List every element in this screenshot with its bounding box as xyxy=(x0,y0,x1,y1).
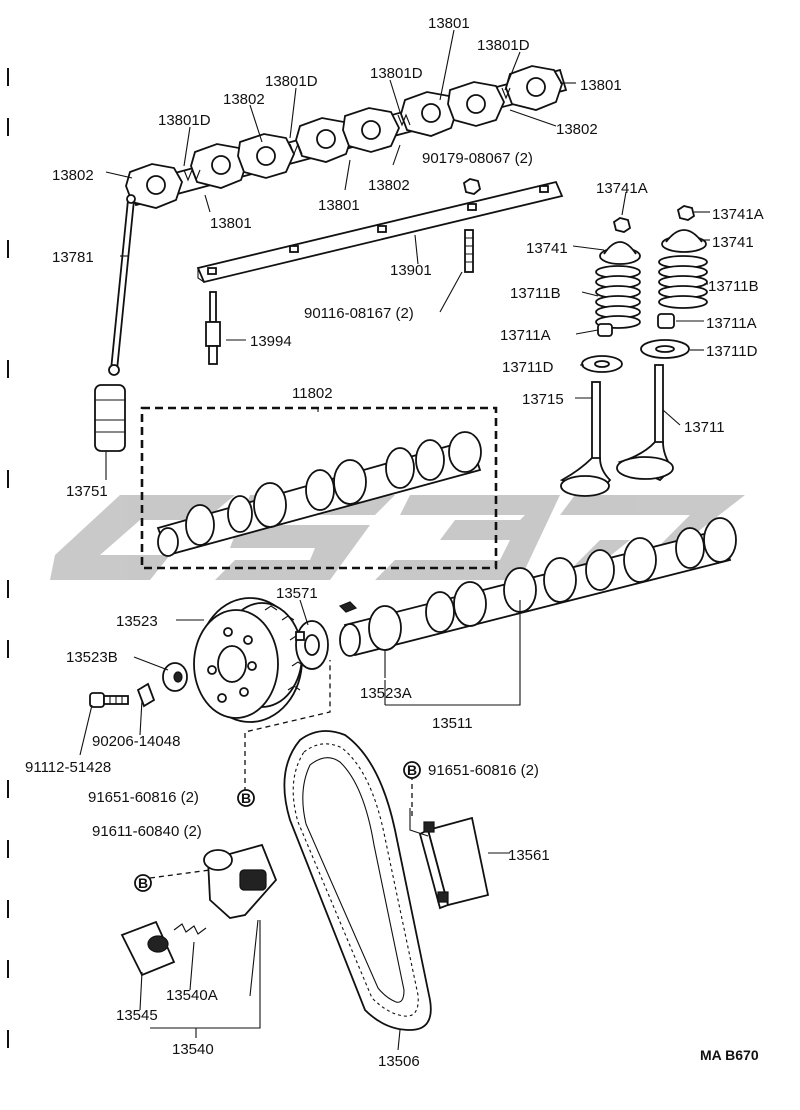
valve-spring-left xyxy=(595,265,641,329)
callout-13802: 13802 xyxy=(556,121,598,138)
callout-13711b: 13711B xyxy=(510,285,561,302)
callout-91611-60840: 91611-60840 (2) xyxy=(92,823,202,840)
callout-13523: 13523 xyxy=(116,613,158,630)
callout-90116-08167: 90116-08167 (2) xyxy=(304,305,414,322)
callout-13523a: 13523A xyxy=(360,685,412,702)
camshaft-lower xyxy=(338,517,737,657)
svg-text:B: B xyxy=(138,875,148,891)
valve-lifter xyxy=(94,384,126,452)
callout-13540: 13540 xyxy=(172,1041,214,1058)
rocker-arm xyxy=(505,65,563,111)
diagram-code: MA B670 xyxy=(700,1047,759,1063)
camshaft-washer xyxy=(162,662,188,692)
stud-bolt xyxy=(464,229,474,273)
exhaust-valve xyxy=(559,381,612,497)
callout-13751: 13751 xyxy=(66,483,108,500)
chain-tensioner xyxy=(203,843,278,919)
callout-90206-14048: 90206-14048 xyxy=(92,733,180,750)
tensioner-slipper xyxy=(120,920,176,977)
rocker-arm xyxy=(295,117,353,163)
camshaft-upper xyxy=(156,431,482,557)
callout-13523b: 13523B xyxy=(66,649,118,666)
valve-spring-right xyxy=(658,255,708,309)
rocker-arm xyxy=(342,107,400,153)
camshaft-sub-assembly-box xyxy=(140,406,498,570)
callout-91651-60816: 91651-60816 (2) xyxy=(88,789,199,806)
shaft-springs xyxy=(183,87,511,182)
callout-13561: 13561 xyxy=(508,847,550,864)
spring-seat-right xyxy=(657,313,675,329)
thrust-plate xyxy=(295,620,329,670)
union-bolt xyxy=(205,291,221,365)
b-marker: B xyxy=(403,761,421,779)
valve-washer-right xyxy=(640,339,690,359)
guide-lines xyxy=(149,660,413,879)
callout-13801d: 13801D xyxy=(477,37,530,54)
nut xyxy=(462,178,482,195)
sprocket-bolt xyxy=(89,692,129,708)
callout-labels: 13801 13801D 13801D 13801 13802 13801D 1… xyxy=(25,15,764,1070)
callout-13741: 13741 xyxy=(526,240,568,257)
svg-text:B: B xyxy=(407,762,417,778)
rocker-arm xyxy=(237,133,295,179)
callout-13994: 13994 xyxy=(250,333,292,350)
oil-pipe xyxy=(196,180,564,284)
callout-13711d: 13711D xyxy=(502,359,554,376)
b-marker: B xyxy=(237,789,255,807)
callout-90179-08067: 90179-08067 (2) xyxy=(422,150,533,167)
callout-13801: 13801 xyxy=(580,77,622,94)
valve-keeper-right xyxy=(676,205,696,221)
callout-13711a: 13711A xyxy=(500,327,551,344)
push-rod xyxy=(108,194,136,376)
callout-13711d: 13711D xyxy=(706,343,758,360)
callout-13545: 13545 xyxy=(116,1007,158,1024)
callout-13715: 13715 xyxy=(522,391,564,408)
callout-13711: 13711 xyxy=(684,419,725,436)
callout-13901: 13901 xyxy=(390,262,432,279)
callout-91112-51428: 91112-51428 xyxy=(25,759,111,776)
callout-13781: 13781 xyxy=(52,249,94,266)
camshaft-sprocket xyxy=(193,597,305,723)
lock-washer xyxy=(136,682,156,708)
tensioner-spring xyxy=(173,923,207,935)
callout-13802: 13802 xyxy=(223,91,265,108)
rocker-arm xyxy=(400,91,458,137)
callout-13802: 13802 xyxy=(52,167,94,184)
callout-11802: 11802 xyxy=(292,385,333,402)
chain-vibration-damper xyxy=(418,816,490,910)
callout-13571: 13571 xyxy=(276,585,318,602)
callout-13801: 13801 xyxy=(428,15,470,32)
rocker-arm xyxy=(125,163,183,209)
valve-keeper-left xyxy=(612,217,632,233)
svg-text:B: B xyxy=(241,790,251,806)
rocker-shaft-assembly xyxy=(125,65,568,209)
callout-13711b: 13711B xyxy=(708,278,759,295)
valve-washer-left xyxy=(581,355,623,373)
callout-13741: 13741 xyxy=(712,234,754,251)
callout-13741a: 13741A xyxy=(712,206,764,223)
b-marker: B xyxy=(134,874,152,892)
timing-chain xyxy=(283,730,432,1031)
callout-13801d: 13801D xyxy=(158,112,211,129)
callout-13506: 13506 xyxy=(378,1053,420,1070)
spring-seat-left xyxy=(597,323,613,337)
intake-valve xyxy=(616,364,674,482)
spring-retainer-left xyxy=(599,241,641,265)
callout-13711a: 13711A xyxy=(706,315,757,332)
callout-13802: 13802 xyxy=(368,177,410,194)
rocker-arm xyxy=(447,81,505,127)
spring-retainer-right xyxy=(661,229,707,253)
callout-13801d: 13801D xyxy=(370,65,423,82)
callout-91651-60816: 91651-60816 (2) xyxy=(428,762,539,779)
callout-13801d: 13801D xyxy=(265,73,318,90)
callout-13540a: 13540A xyxy=(166,987,218,1004)
leader-lines xyxy=(79,29,710,1051)
callout-13801: 13801 xyxy=(210,215,252,232)
camshaft-key xyxy=(338,601,358,613)
callout-13511: 13511 xyxy=(432,715,473,732)
callout-13801: 13801 xyxy=(318,197,360,214)
callout-13741a: 13741A xyxy=(596,180,648,197)
